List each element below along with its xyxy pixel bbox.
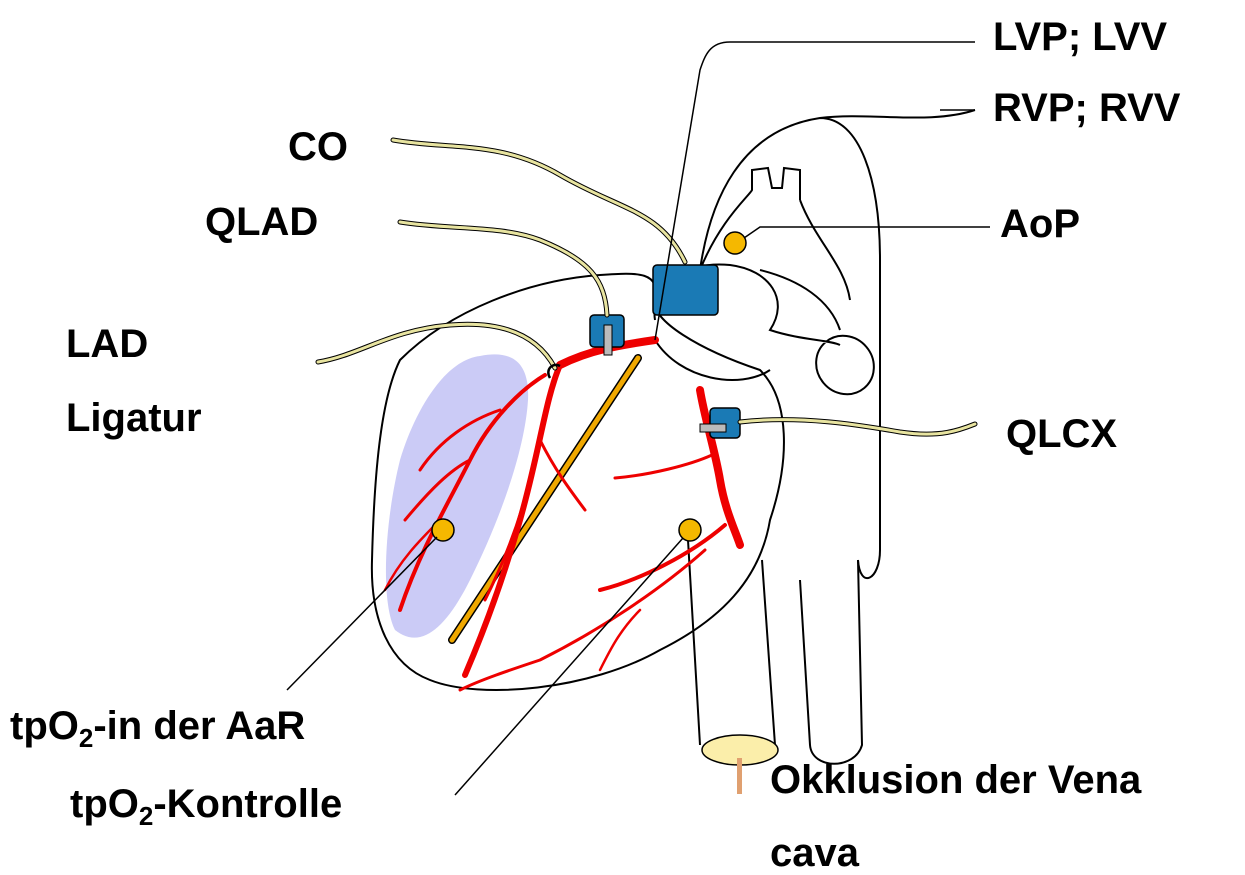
label-okklusion-line1: Okklusion der Vena: [770, 760, 1141, 800]
vena-cava-left-tube: [688, 540, 775, 745]
leader-aop: [744, 227, 990, 238]
aorta-branch-end: [804, 324, 885, 406]
occluder-rod: [737, 758, 742, 794]
probe-cables: [318, 140, 975, 434]
label-qlcx: QLCX: [1006, 414, 1117, 454]
label-tpo2-kontrolle-suffix: -Kontrolle: [153, 782, 342, 826]
qlad-probe-clip: [604, 325, 612, 355]
label-tpo2-aar-prefix: tpO: [10, 704, 79, 748]
label-tpo2-kontrolle: tpO2-Kontrolle: [70, 784, 342, 829]
aop-sensor: [724, 232, 746, 254]
label-tpo2-aar-sub: 2: [79, 723, 93, 753]
label-tpo2-aar-suffix: -in der AaR: [93, 704, 305, 748]
label-ligatur: Ligatur: [66, 398, 202, 438]
vena-cava-right-tube: [800, 560, 862, 764]
label-lad: LAD: [66, 324, 148, 364]
label-tpo2-kontrolle-prefix: tpO: [70, 782, 139, 826]
label-co: CO: [288, 127, 348, 167]
label-qlad: QLAD: [205, 202, 318, 242]
label-tpo2-aar: tpO2-in der AaR: [10, 706, 305, 751]
label-lvp-lvv: LVP; LVV: [993, 17, 1167, 57]
qlcx-flow-probe: [710, 408, 740, 438]
label-rvp-rvv: RVP; RVV: [993, 88, 1180, 128]
leader-lines: [287, 42, 990, 795]
label-okklusion-line2: cava: [770, 833, 859, 873]
label-aop: AoP: [1000, 204, 1080, 244]
label-tpo2-kontrolle-sub: 2: [139, 801, 153, 831]
qlcx-probe-clip: [700, 424, 726, 432]
